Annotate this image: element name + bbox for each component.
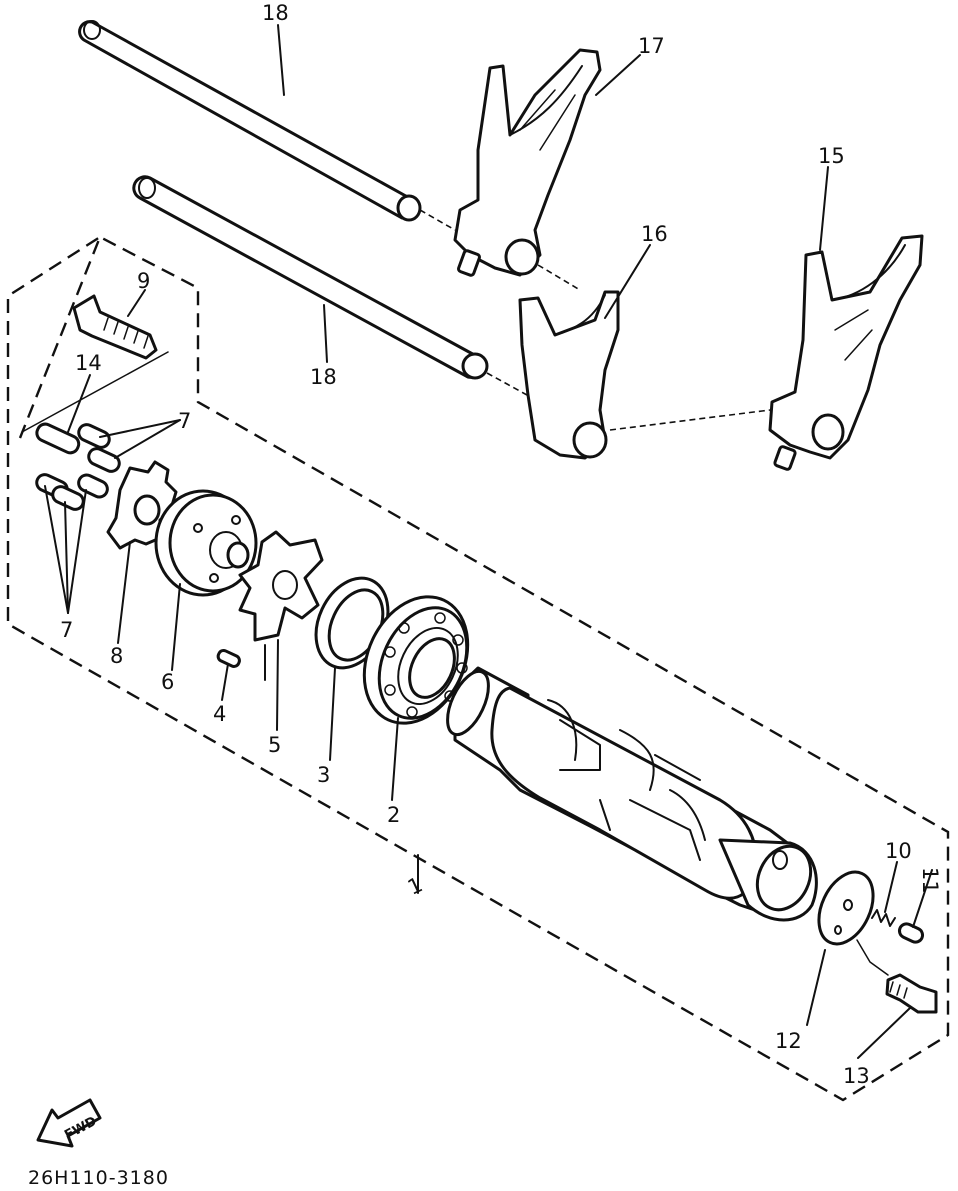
callout-15: 15 [818, 144, 845, 168]
callout-8: 8 [110, 644, 123, 668]
assembly-outline [6, 235, 950, 1102]
pins-7-upper [77, 423, 121, 473]
shift-drum-1 [446, 666, 818, 922]
bearing-2 [362, 595, 470, 725]
callout-1: 1 [404, 872, 426, 899]
callout-18-lower: 18 [310, 365, 337, 389]
callout-12: 12 [775, 1029, 802, 1053]
forward-direction-arrow: FWD [36, 1098, 102, 1148]
callout-3: 3 [317, 763, 330, 787]
callout-11: 11 [918, 867, 942, 894]
shift-cam-5 [238, 530, 324, 642]
drawing-code: 26H110-3180 [28, 1167, 169, 1189]
callout-7-lower: 7 [60, 618, 73, 642]
callout-6: 6 [161, 670, 174, 694]
screw-13 [885, 973, 938, 1014]
callout-9: 9 [137, 269, 150, 293]
callout-labels: 1 2 3 4 5 6 7 7 8 9 10 11 12 13 14 15 16… [60, 1, 942, 1088]
plate-12 [817, 870, 875, 946]
pin-11 [897, 922, 925, 944]
shift-fork-16 [518, 290, 620, 460]
callout-17: 17 [638, 34, 665, 58]
dowel-pin-4 [216, 648, 241, 668]
callout-16: 16 [641, 222, 668, 246]
leader-lines [44, 24, 933, 1059]
segment-6 [154, 489, 258, 597]
callout-10: 10 [885, 839, 912, 863]
callout-14: 14 [75, 351, 102, 375]
screw-9 [72, 294, 158, 360]
callout-4: 4 [213, 702, 226, 726]
callout-13: 13 [843, 1064, 870, 1088]
callout-18-upper: 18 [262, 1, 289, 25]
spring-10 [871, 909, 896, 927]
callout-2: 2 [387, 803, 400, 827]
shift-fork-17 [453, 48, 602, 277]
guide-bar-upper [78, 20, 422, 222]
callout-5: 5 [268, 733, 281, 757]
guide-bar-lower [132, 175, 489, 380]
callout-7-upper: 7 [178, 409, 191, 433]
pin-14 [35, 422, 81, 455]
shift-fork-15 [768, 234, 924, 471]
